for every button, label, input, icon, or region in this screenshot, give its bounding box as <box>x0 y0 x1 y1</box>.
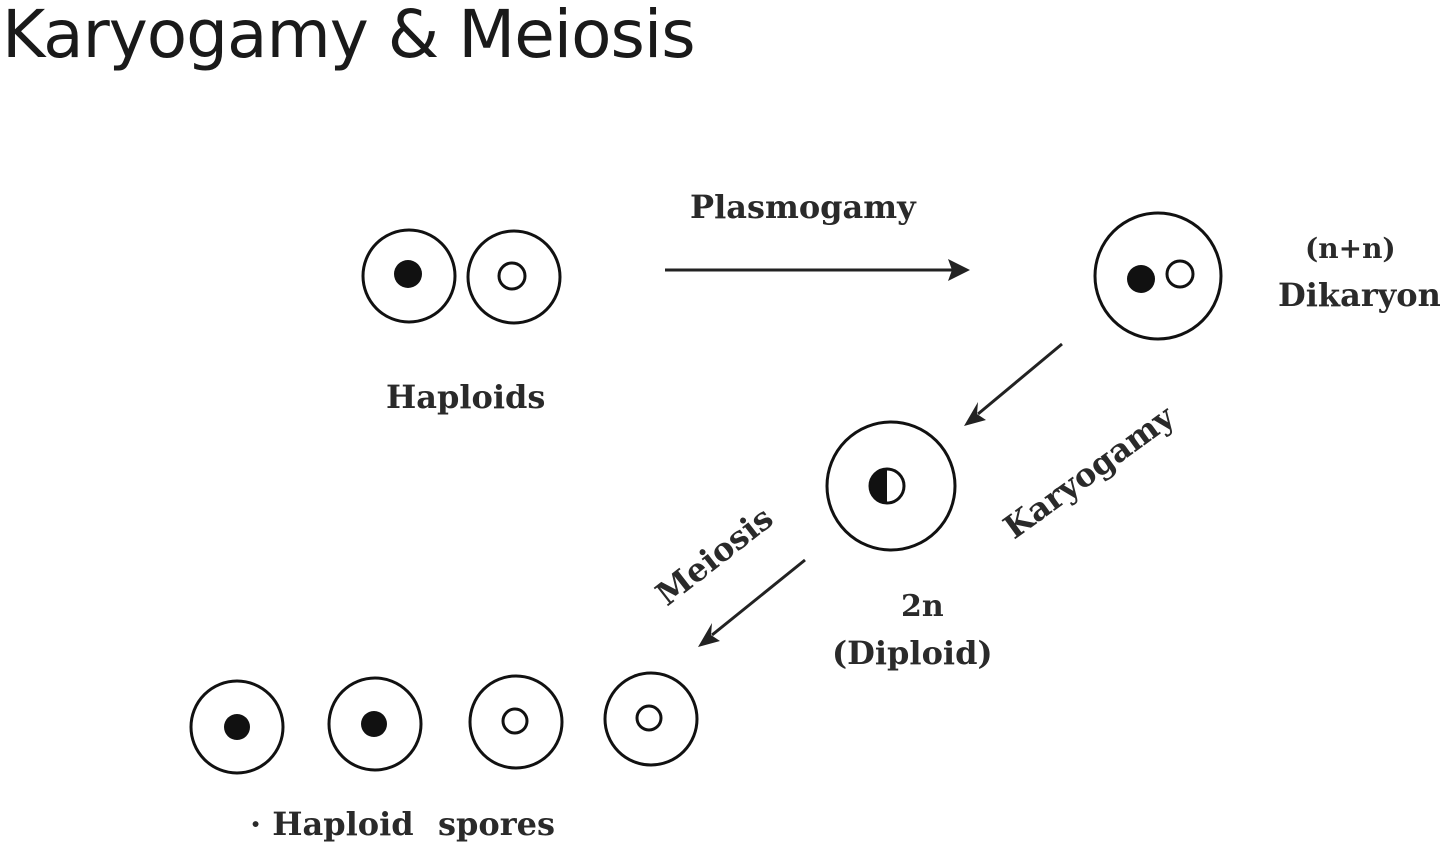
diploid-label: (Diploid) <box>832 634 993 672</box>
spore-cell-3 <box>468 674 564 770</box>
karyogamy-label: Karyogamy <box>996 397 1182 547</box>
haploids-label: Haploids <box>386 378 545 416</box>
plasmogamy-arrow <box>665 259 970 281</box>
spore-cell-2 <box>327 676 423 772</box>
slide-title: Karyogamy & Meiosis <box>2 0 696 73</box>
karyogamy-arrow <box>964 342 1063 426</box>
haploid-cell-dark <box>361 228 457 324</box>
spore-cell-4 <box>603 671 699 767</box>
haploid-spores-label-a: · Haploid <box>250 805 414 843</box>
diploid-formula-label: 2n <box>901 589 944 624</box>
meiosis-arrow <box>698 558 806 647</box>
diploid-cell <box>825 420 957 552</box>
dikaryon-label: Dikaryon <box>1278 276 1440 314</box>
haploid-spores-label-b: spores <box>438 805 555 843</box>
dikaryon-cell <box>1093 211 1223 341</box>
plasmogamy-label: Plasmogamy <box>690 188 917 226</box>
haploid-cell-light <box>466 229 562 325</box>
spore-cell-1 <box>189 679 285 775</box>
dikaryon-formula-label: (n+n) <box>1305 232 1396 265</box>
